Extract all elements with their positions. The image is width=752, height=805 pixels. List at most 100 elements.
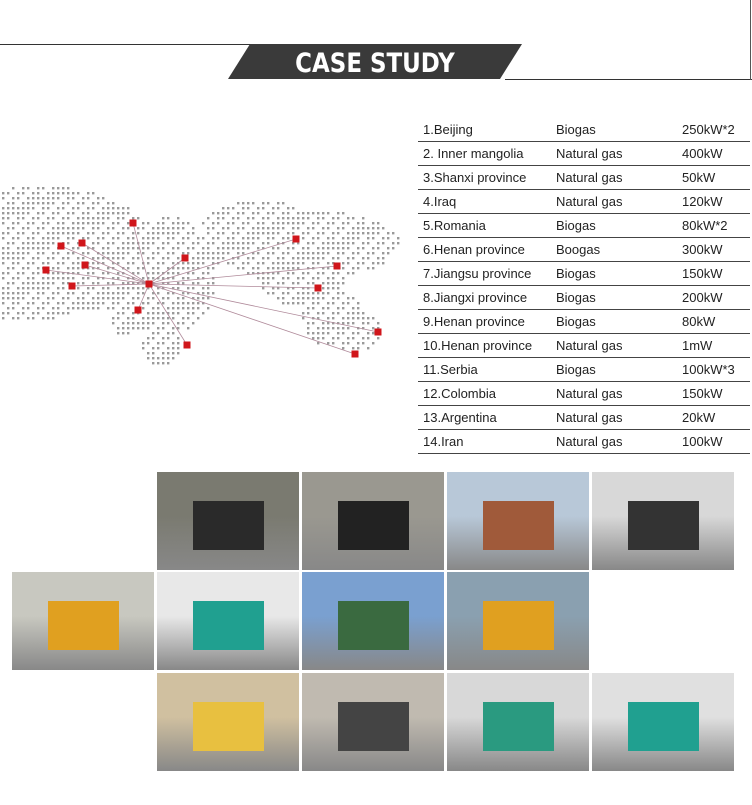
map-dot — [302, 262, 305, 265]
map-dot — [292, 242, 295, 245]
map-dot — [302, 237, 305, 240]
map-dot — [72, 227, 75, 230]
map-dot — [12, 292, 15, 295]
map-dot — [257, 227, 260, 230]
map-dot — [197, 257, 200, 260]
map-dot — [342, 252, 345, 255]
map-dot — [377, 262, 380, 265]
map-dot — [207, 232, 210, 235]
map-dot — [27, 282, 30, 285]
map-dot — [97, 267, 100, 270]
map-dot — [362, 222, 365, 225]
map-dot — [82, 222, 85, 225]
map-dot — [162, 232, 165, 235]
map-dot — [32, 312, 35, 315]
map-dot — [172, 292, 175, 295]
map-dot — [352, 232, 355, 235]
map-dot — [112, 317, 115, 320]
map-dot — [172, 277, 175, 280]
map-dot — [197, 317, 200, 320]
map-dot — [147, 352, 150, 355]
map-dot — [82, 227, 85, 230]
map-dot — [127, 302, 130, 305]
map-dot — [122, 232, 125, 235]
map-dot — [247, 247, 250, 250]
map-dot — [307, 272, 310, 275]
map-dot — [187, 222, 190, 225]
map-dot — [277, 232, 280, 235]
map-dot — [267, 202, 270, 205]
map-dot — [122, 322, 125, 325]
map-dot — [157, 262, 160, 265]
map-dot — [287, 212, 290, 215]
map-dot — [337, 337, 340, 340]
project-photo — [302, 673, 444, 771]
map-dot — [167, 272, 170, 275]
map-dot — [337, 252, 340, 255]
map-dot — [167, 242, 170, 245]
map-dot — [312, 282, 315, 285]
map-dot — [167, 332, 170, 335]
map-dot — [272, 252, 275, 255]
map-dot — [327, 292, 330, 295]
map-dot — [307, 332, 310, 335]
map-dot — [202, 287, 205, 290]
map-dot — [22, 207, 25, 210]
map-dot — [2, 252, 5, 255]
map-dot — [52, 212, 55, 215]
map-dot — [32, 277, 35, 280]
map-dot — [127, 317, 130, 320]
map-dot — [67, 242, 70, 245]
map-dot — [252, 227, 255, 230]
map-dot — [77, 247, 80, 250]
map-dot — [42, 202, 45, 205]
map-dot — [52, 282, 55, 285]
map-dot — [342, 247, 345, 250]
map-dot — [252, 242, 255, 245]
map-dot — [127, 222, 130, 225]
map-dot — [12, 302, 15, 305]
map-dot — [357, 247, 360, 250]
map-dot — [182, 242, 185, 245]
map-dot — [357, 262, 360, 265]
map-dot — [142, 347, 145, 350]
map-dot — [112, 202, 115, 205]
map-dot — [97, 217, 100, 220]
map-dot — [57, 307, 60, 310]
map-dot — [102, 237, 105, 240]
map-dot — [262, 202, 265, 205]
map-dot — [92, 192, 95, 195]
map-dot — [322, 247, 325, 250]
map-dot — [192, 242, 195, 245]
map-dot — [192, 232, 195, 235]
map-dot — [167, 347, 170, 350]
map-dot — [347, 217, 350, 220]
map-dot — [142, 342, 145, 345]
map-dot — [267, 227, 270, 230]
map-dot — [222, 247, 225, 250]
map-dot — [112, 277, 115, 280]
map-dot — [52, 187, 55, 190]
map-dot — [287, 252, 290, 255]
map-dot — [17, 197, 20, 200]
map-dot — [27, 202, 30, 205]
map-dot — [367, 267, 370, 270]
map-dot — [177, 217, 180, 220]
map-dot — [342, 322, 345, 325]
map-dot — [292, 217, 295, 220]
map-dot — [277, 207, 280, 210]
map-dot — [162, 277, 165, 280]
map-dot — [77, 232, 80, 235]
map-dot — [302, 257, 305, 260]
map-dot — [237, 227, 240, 230]
map-dot — [262, 277, 265, 280]
map-dot — [172, 232, 175, 235]
map-dot — [262, 217, 265, 220]
cell-fuel: Biogas — [556, 290, 596, 305]
map-dot — [132, 242, 135, 245]
map-dot — [117, 272, 120, 275]
map-dot — [187, 267, 190, 270]
map-dot — [212, 262, 215, 265]
map-dot — [312, 262, 315, 265]
map-dot — [307, 252, 310, 255]
